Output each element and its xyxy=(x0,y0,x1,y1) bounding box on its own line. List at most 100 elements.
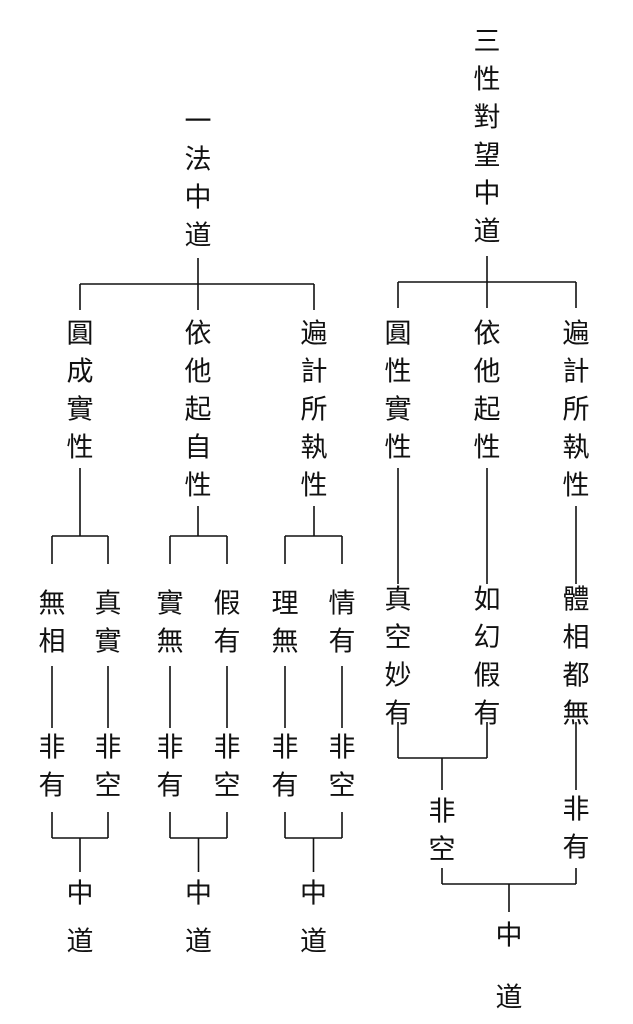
right-result: 中道 xyxy=(496,921,523,1014)
left-leaf-neg-1-0-char: 非 xyxy=(157,733,184,764)
left-leaf-term-0-1: 真實 xyxy=(95,589,122,658)
right-right-neg: 非有 xyxy=(563,795,590,864)
left-result-2-char: 中 xyxy=(300,879,327,910)
right-title-char: 中 xyxy=(474,179,501,210)
left-leaf-term-1-0-char: 實 xyxy=(157,589,184,620)
left-leaf-neg-1-0-char: 有 xyxy=(157,771,184,802)
left-leaf-term-1-0: 實無 xyxy=(157,589,184,658)
left-leaf-neg-2-0-char: 非 xyxy=(272,733,299,764)
left-branch-name-2-char: 執 xyxy=(301,433,328,464)
left-leaf-term-2-1-char: 情 xyxy=(329,589,356,620)
left-result-0-char: 中 xyxy=(67,879,94,910)
right-branch-name-2-char: 執 xyxy=(563,433,590,464)
left-leaf-neg-0-0-char: 有 xyxy=(39,771,66,802)
right-branch-term-1-char: 如 xyxy=(474,585,501,616)
left-leaf-neg-2-1-char: 非 xyxy=(329,733,356,764)
right-branch-name-2-char: 計 xyxy=(563,357,590,388)
right-joined-neg-char: 空 xyxy=(429,835,456,866)
left-branch-name-0-char: 實 xyxy=(67,395,94,426)
left-branch-name-0-char: 成 xyxy=(67,357,94,388)
right-result-char: 道 xyxy=(496,983,523,1014)
left-leaf-term-0-1-char: 真 xyxy=(95,589,122,620)
right-branch-term-1-char: 假 xyxy=(474,661,501,692)
left-leaf-neg-2-0-char: 有 xyxy=(272,771,299,802)
right-branch-term-2-char: 都 xyxy=(563,661,590,692)
left-title-char: 法 xyxy=(185,145,212,176)
left-leaf-neg-0-0-char: 非 xyxy=(39,733,66,764)
left-leaf-term-0-1-char: 實 xyxy=(95,627,122,658)
left-leaf-term-2-1-char: 有 xyxy=(329,627,356,658)
right-branch-name-2-char: 性 xyxy=(563,471,590,502)
left-leaf-term-1-1-char: 有 xyxy=(214,627,241,658)
left-leaf-term-1-1: 假有 xyxy=(214,589,241,658)
right-title-char: 三 xyxy=(474,27,501,58)
diagram-text: 一法中道圓成實性無相非有真實非空中道依他起自性實無非有假有非空中道遍計所執性理無… xyxy=(39,27,590,1014)
left-leaf-term-2-0: 理無 xyxy=(272,589,299,658)
right-title-char: 望 xyxy=(474,141,501,172)
right-joined-neg-char: 非 xyxy=(429,797,456,828)
right-branch-name-2-char: 遍 xyxy=(563,319,590,350)
left-result-1-char: 中 xyxy=(185,879,212,910)
right-branch-term-2-char: 相 xyxy=(563,623,590,654)
left-leaf-term-0-0-char: 無 xyxy=(39,589,66,620)
right-branch-name-0-char: 圓 xyxy=(385,319,412,350)
left-branch-name-2-char: 性 xyxy=(301,471,328,502)
left-leaf-neg-1-0: 非有 xyxy=(157,733,184,802)
left-leaf-neg-1-1: 非空 xyxy=(214,733,241,802)
left-result-1: 中道 xyxy=(185,879,212,958)
left-leaf-term-0-0: 無相 xyxy=(39,589,66,658)
left-leaf-term-2-0-char: 理 xyxy=(272,589,299,620)
right-branch-name-1-char: 性 xyxy=(474,433,501,464)
right-result-char: 中 xyxy=(496,921,523,952)
left-branch-name-2-char: 所 xyxy=(301,395,328,426)
left-result-0-char: 道 xyxy=(67,927,94,958)
left-leaf-neg-0-0: 非有 xyxy=(39,733,66,802)
right-right-neg-char: 非 xyxy=(563,795,590,826)
left-branch-name-1-char: 他 xyxy=(185,357,212,388)
left-leaf-neg-2-1: 非空 xyxy=(329,733,356,802)
right-title-char: 道 xyxy=(474,217,501,248)
right-branch-name-1-char: 他 xyxy=(474,357,501,388)
left-leaf-term-0-0-char: 相 xyxy=(39,627,66,658)
right-right-neg-char: 有 xyxy=(563,833,590,864)
right-branch-name-2-char: 所 xyxy=(563,395,590,426)
left-result-2-char: 道 xyxy=(300,927,327,958)
left-title-char: 道 xyxy=(185,221,212,252)
left-branch-name-1-char: 依 xyxy=(185,319,212,350)
right-branch-name-1-char: 起 xyxy=(474,395,501,426)
right-branch-term-0-char: 真 xyxy=(385,585,412,616)
right-title-char: 對 xyxy=(474,103,501,134)
right-branch-name-0-char: 性 xyxy=(385,357,412,388)
left-branch-name-0-char: 性 xyxy=(67,433,94,464)
left-result-0: 中道 xyxy=(67,879,94,958)
right-branch-term-0-char: 空 xyxy=(385,623,412,654)
right-branch-term-1-char: 幻 xyxy=(474,623,501,654)
left-branch-name-1-char: 自 xyxy=(185,433,212,464)
right-branch-name-1-char: 依 xyxy=(474,319,501,350)
left-leaf-neg-0-1-char: 空 xyxy=(95,771,122,802)
left-title-char: 中 xyxy=(185,183,212,214)
right-title-char: 性 xyxy=(474,65,501,96)
left-branch-name-0-char: 圓 xyxy=(67,319,94,350)
left-branch-name-1-char: 性 xyxy=(185,471,212,502)
connector-lines xyxy=(51,256,577,912)
right-branch-term-2-char: 體 xyxy=(563,585,590,616)
left-leaf-neg-1-1-char: 空 xyxy=(214,771,241,802)
left-leaf-term-2-0-char: 無 xyxy=(272,627,299,658)
left-branch-name-2-char: 遍 xyxy=(301,319,328,350)
left-branch-name-2-char: 計 xyxy=(301,357,328,388)
left-leaf-term-2-1: 情有 xyxy=(329,589,356,658)
right-branch-name-0-char: 實 xyxy=(385,395,412,426)
left-result-2: 中道 xyxy=(300,879,327,958)
left-leaf-term-1-1-char: 假 xyxy=(214,589,241,620)
right-branch-term-0-char: 妙 xyxy=(385,661,412,692)
